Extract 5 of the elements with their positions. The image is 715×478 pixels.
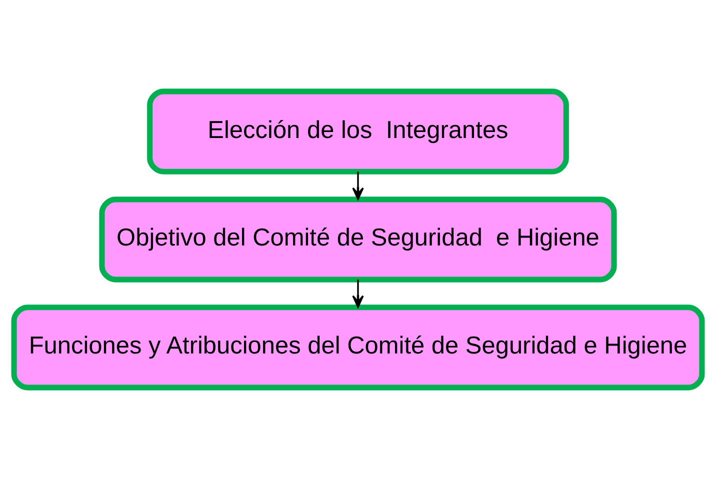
node-box: Elección de los Integrantes bbox=[146, 88, 568, 174]
arrow bbox=[352, 171, 364, 200]
node-box: Objetivo del Comité de Seguridad e Higiene bbox=[98, 196, 616, 282]
arrow bbox=[352, 279, 364, 308]
node-box: Funciones y Atribuciones del Comité de Seguridad e Higiene bbox=[10, 304, 704, 390]
